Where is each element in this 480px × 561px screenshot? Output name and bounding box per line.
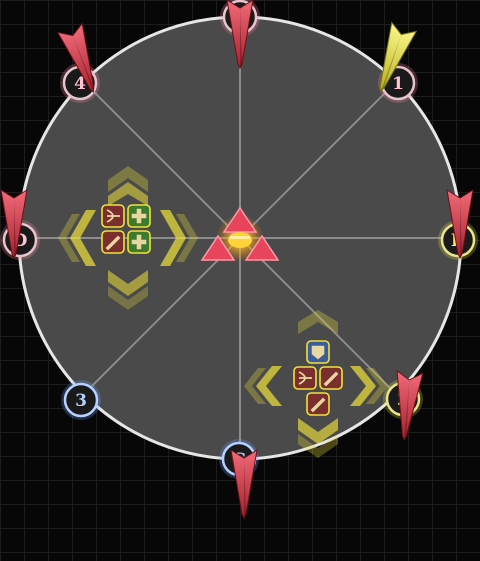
arrow-northwest-icon <box>56 22 95 93</box>
chevrons-right <box>350 366 388 406</box>
chevrons-down <box>298 418 338 458</box>
party-group-southeast <box>244 310 388 458</box>
chevrons-down <box>108 270 148 310</box>
chevrons-up <box>298 310 338 334</box>
chevrons-left <box>58 210 96 266</box>
ranged-dps-icon <box>101 204 125 228</box>
tank-icon <box>306 340 330 364</box>
healer-icon <box>127 204 151 228</box>
melee-dps-icon <box>319 366 343 390</box>
arrow-north-icon <box>226 0 254 70</box>
role-icons <box>101 204 343 416</box>
arrow-south-icon <box>230 448 258 520</box>
party-group-west <box>58 166 198 310</box>
arrow-east-icon <box>446 188 474 260</box>
arrow-northeast-icon <box>379 21 418 92</box>
melee-dps-icon <box>306 392 330 416</box>
waymark-label: 4 <box>74 74 86 94</box>
healer-icon <box>127 230 151 254</box>
waymark-label: 3 <box>75 391 87 411</box>
chevrons-left <box>244 366 282 406</box>
ranged-dps-icon <box>293 366 317 390</box>
boss-triangle-icon <box>200 206 280 262</box>
arrow-west-icon <box>0 188 28 260</box>
arrow-southeast-icon <box>396 369 424 441</box>
chevrons-up <box>108 166 148 206</box>
waymark-bottom-left: 3 <box>61 380 101 420</box>
waymark-label: 1 <box>392 74 404 94</box>
chevrons-right <box>160 210 198 266</box>
edge-arrows <box>0 0 474 520</box>
melee-dps-icon <box>101 230 125 254</box>
